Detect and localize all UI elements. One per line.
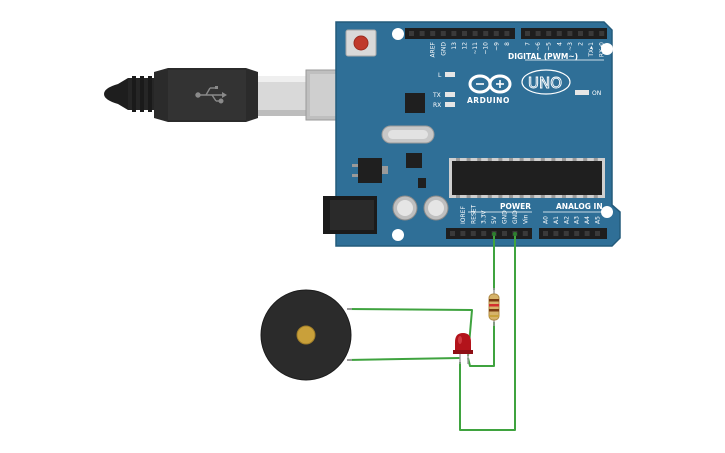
wire-resistor-led[interactable] — [467, 322, 495, 367]
digital-pin-label: 4 — [556, 42, 563, 46]
usb-icon — [195, 86, 227, 104]
uno-badge: UNO — [521, 69, 571, 95]
analog-pin-label: A3 — [574, 216, 581, 224]
digital-pin-label: AREF — [430, 41, 437, 57]
digital-pin-label: 12 — [462, 42, 469, 50]
transistor — [418, 178, 426, 188]
on-label: ON — [592, 90, 601, 97]
arduino-logo: ARDUINO — [467, 74, 512, 105]
analog-pin-label: A4 — [584, 216, 591, 224]
power-pin-label: Vin — [522, 214, 529, 224]
led-tx — [445, 92, 455, 97]
digital-pin-label: 7 — [525, 42, 532, 46]
small-chip — [406, 153, 422, 168]
power-jack[interactable] — [323, 196, 377, 234]
model-label: UNO — [528, 74, 562, 92]
power-pin-label: RESET — [470, 204, 477, 224]
voltage-regulator — [352, 158, 388, 183]
piezo-buzzer[interactable] — [260, 289, 352, 381]
analog-pin-label: A0 — [543, 216, 550, 224]
analog-pin-label: A5 — [595, 216, 602, 224]
power-pin-label: 5V — [491, 215, 498, 224]
wire-buzzer-bottom[interactable] — [346, 357, 461, 361]
capacitor-2 — [423, 195, 449, 221]
led-tx-label: TX — [432, 92, 441, 99]
led-rx — [445, 102, 455, 107]
atmega-chip — [449, 158, 605, 198]
power-indicator: ON — [575, 90, 601, 97]
resistor[interactable] — [488, 288, 500, 326]
power-header-label: POWER — [500, 202, 531, 211]
digital-pin-label: ~5 — [546, 42, 553, 51]
wire-buzzer-top[interactable] — [346, 308, 473, 357]
power-pin-label: IOREF — [460, 206, 467, 224]
analog-pin-label: A2 — [563, 216, 570, 224]
digital-pin-label: ~9 — [493, 42, 500, 51]
digital-pin-label: ~11 — [472, 42, 479, 55]
power-pin-label: 3.3V — [481, 209, 488, 224]
capacitor-1 — [392, 195, 418, 221]
digital-pin-label: ~10 — [483, 42, 490, 55]
analog-pin-label: A1 — [553, 216, 560, 224]
digital-pin-label: ~3 — [567, 42, 574, 51]
led-rx-label: RX — [433, 102, 441, 109]
wires[interactable] — [346, 234, 516, 431]
led-l — [445, 72, 455, 77]
power-header[interactable] — [446, 228, 532, 239]
usb-chip — [405, 93, 425, 113]
led-l-label: L — [438, 72, 442, 79]
digital-pin-label: GND — [440, 42, 447, 56]
digital-header-label: DIGITAL (PWM~) — [508, 52, 578, 61]
digital-pin-label: 8 — [504, 42, 511, 46]
power-pin-label: GND — [512, 210, 519, 224]
on-led — [575, 90, 589, 95]
digital-pin-label: 13 — [451, 42, 458, 50]
brand-label: ARDUINO — [467, 96, 510, 105]
red-led[interactable] — [453, 333, 473, 364]
crystal-oscillator — [381, 125, 435, 144]
wire-gnd-led[interactable] — [459, 234, 516, 431]
wire-endpoints — [492, 232, 517, 236]
digital-pin-label: 2 — [578, 42, 585, 46]
digital-pin-label: RX◂0 — [599, 42, 606, 57]
bottom-sockets — [450, 231, 600, 236]
mounting-holes — [392, 28, 613, 241]
digital-header[interactable] — [405, 28, 607, 39]
analog-header-label: ANALOG IN — [556, 202, 603, 211]
digital-pin-label: ~6 — [535, 42, 542, 51]
analog-header[interactable] — [539, 228, 607, 239]
power-pin-label: GND — [502, 210, 509, 224]
reset-button[interactable] — [345, 29, 377, 57]
status-leds: L TX RX — [432, 72, 455, 109]
digital-pin-label: TX▸1 — [588, 42, 595, 58]
